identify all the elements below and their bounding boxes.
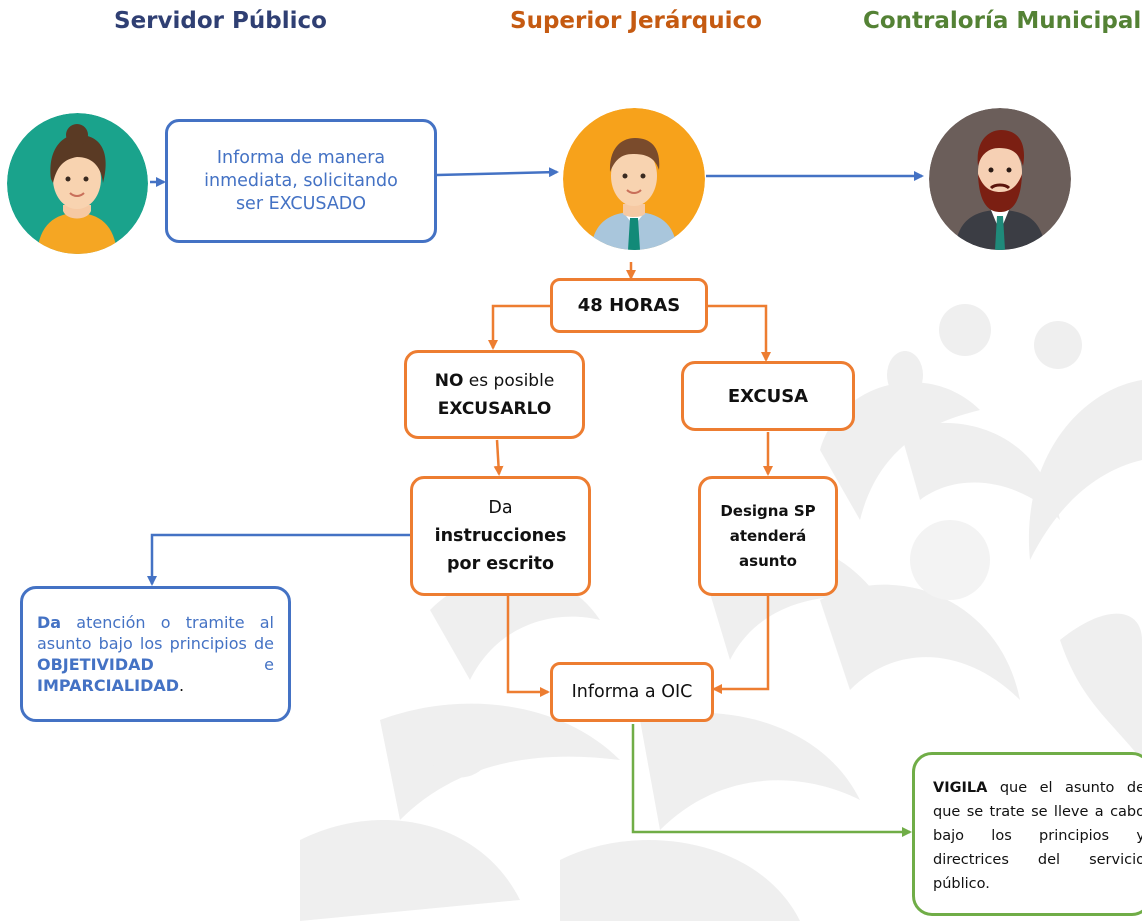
por-escrito-label: por escrito bbox=[447, 554, 554, 574]
atencion-text-2: e bbox=[153, 655, 274, 674]
imparcialidad-label: IMPARCIALIDAD bbox=[37, 676, 180, 695]
es-posible-label: es posible bbox=[463, 370, 555, 391]
arrow-informa-to-superior bbox=[436, 167, 559, 178]
header-servidor-publico: Servidor Público bbox=[114, 8, 327, 34]
arrow-48horas-to-excusa bbox=[708, 304, 771, 362]
excusa-box: EXCUSA bbox=[681, 361, 855, 431]
vigila-text: que el asunto de que se trate se lleve a… bbox=[933, 780, 1142, 892]
header-contraloria-municipal: Contraloría Municipal bbox=[863, 8, 1142, 34]
arrow-designa-to-oic bbox=[712, 596, 770, 694]
excusa-label: EXCUSA bbox=[727, 385, 809, 407]
vigila-box: VIGILA que el asunto de que se trate se … bbox=[912, 752, 1142, 916]
bearded-man-avatar-icon bbox=[929, 108, 1071, 250]
designa-sp-box: Designa SP atenderá asunto bbox=[698, 476, 838, 596]
arrow-no-to-instrucciones bbox=[493, 439, 504, 476]
no-label: NO bbox=[434, 370, 464, 391]
arrow-oic-to-vigila bbox=[631, 724, 912, 837]
no-es-posible-box: NO es posible EXCUSARLO bbox=[404, 350, 585, 439]
excusarlo-label: EXCUSARLO bbox=[437, 398, 552, 419]
instrucciones-label: instrucciones bbox=[434, 526, 567, 546]
atencion-text-3: . bbox=[179, 676, 185, 695]
da-instrucciones-box: Da instrucciones por escrito bbox=[410, 476, 591, 596]
informa-line-3: ser EXCUSADO bbox=[235, 193, 367, 214]
arrow-instrucciones-to-oic bbox=[506, 596, 550, 697]
woman-avatar-icon bbox=[7, 113, 148, 254]
da-label: Da bbox=[488, 498, 513, 518]
objetividad-label: OBJETIVIDAD bbox=[37, 655, 154, 674]
header-superior-jerarquico: Superior Jerárquico bbox=[510, 8, 762, 34]
informa-line-1: Informa de manera bbox=[216, 147, 386, 168]
informa-oic-label: Informa a OIC bbox=[571, 682, 693, 702]
designa-line-1: Designa SP bbox=[720, 501, 816, 520]
atencion-text-1: atención o tramite al asunto bajo los pr… bbox=[37, 613, 274, 653]
informa-oic-box: Informa a OIC bbox=[550, 662, 714, 722]
informa-line-2: inmediata, solicitando bbox=[204, 170, 398, 191]
designa-line-3: asunto bbox=[739, 551, 797, 570]
48-horas-label: 48 HORAS bbox=[577, 295, 681, 316]
man-tie-avatar-icon bbox=[563, 108, 705, 250]
informa-inmediata-box: Informa de manera inmediata, solicitando… bbox=[165, 119, 437, 243]
arrow-instrucciones-to-atencion bbox=[147, 533, 410, 586]
48-horas-box: 48 HORAS bbox=[550, 278, 708, 333]
designa-line-2: atenderá bbox=[729, 526, 807, 545]
vigila-bold: VIGILA bbox=[933, 780, 988, 796]
arrow-48horas-to-no bbox=[488, 304, 550, 350]
da-atencion-box: Da atención o tramite al asunto bajo los… bbox=[20, 586, 291, 722]
da-bold: Da bbox=[37, 613, 62, 632]
